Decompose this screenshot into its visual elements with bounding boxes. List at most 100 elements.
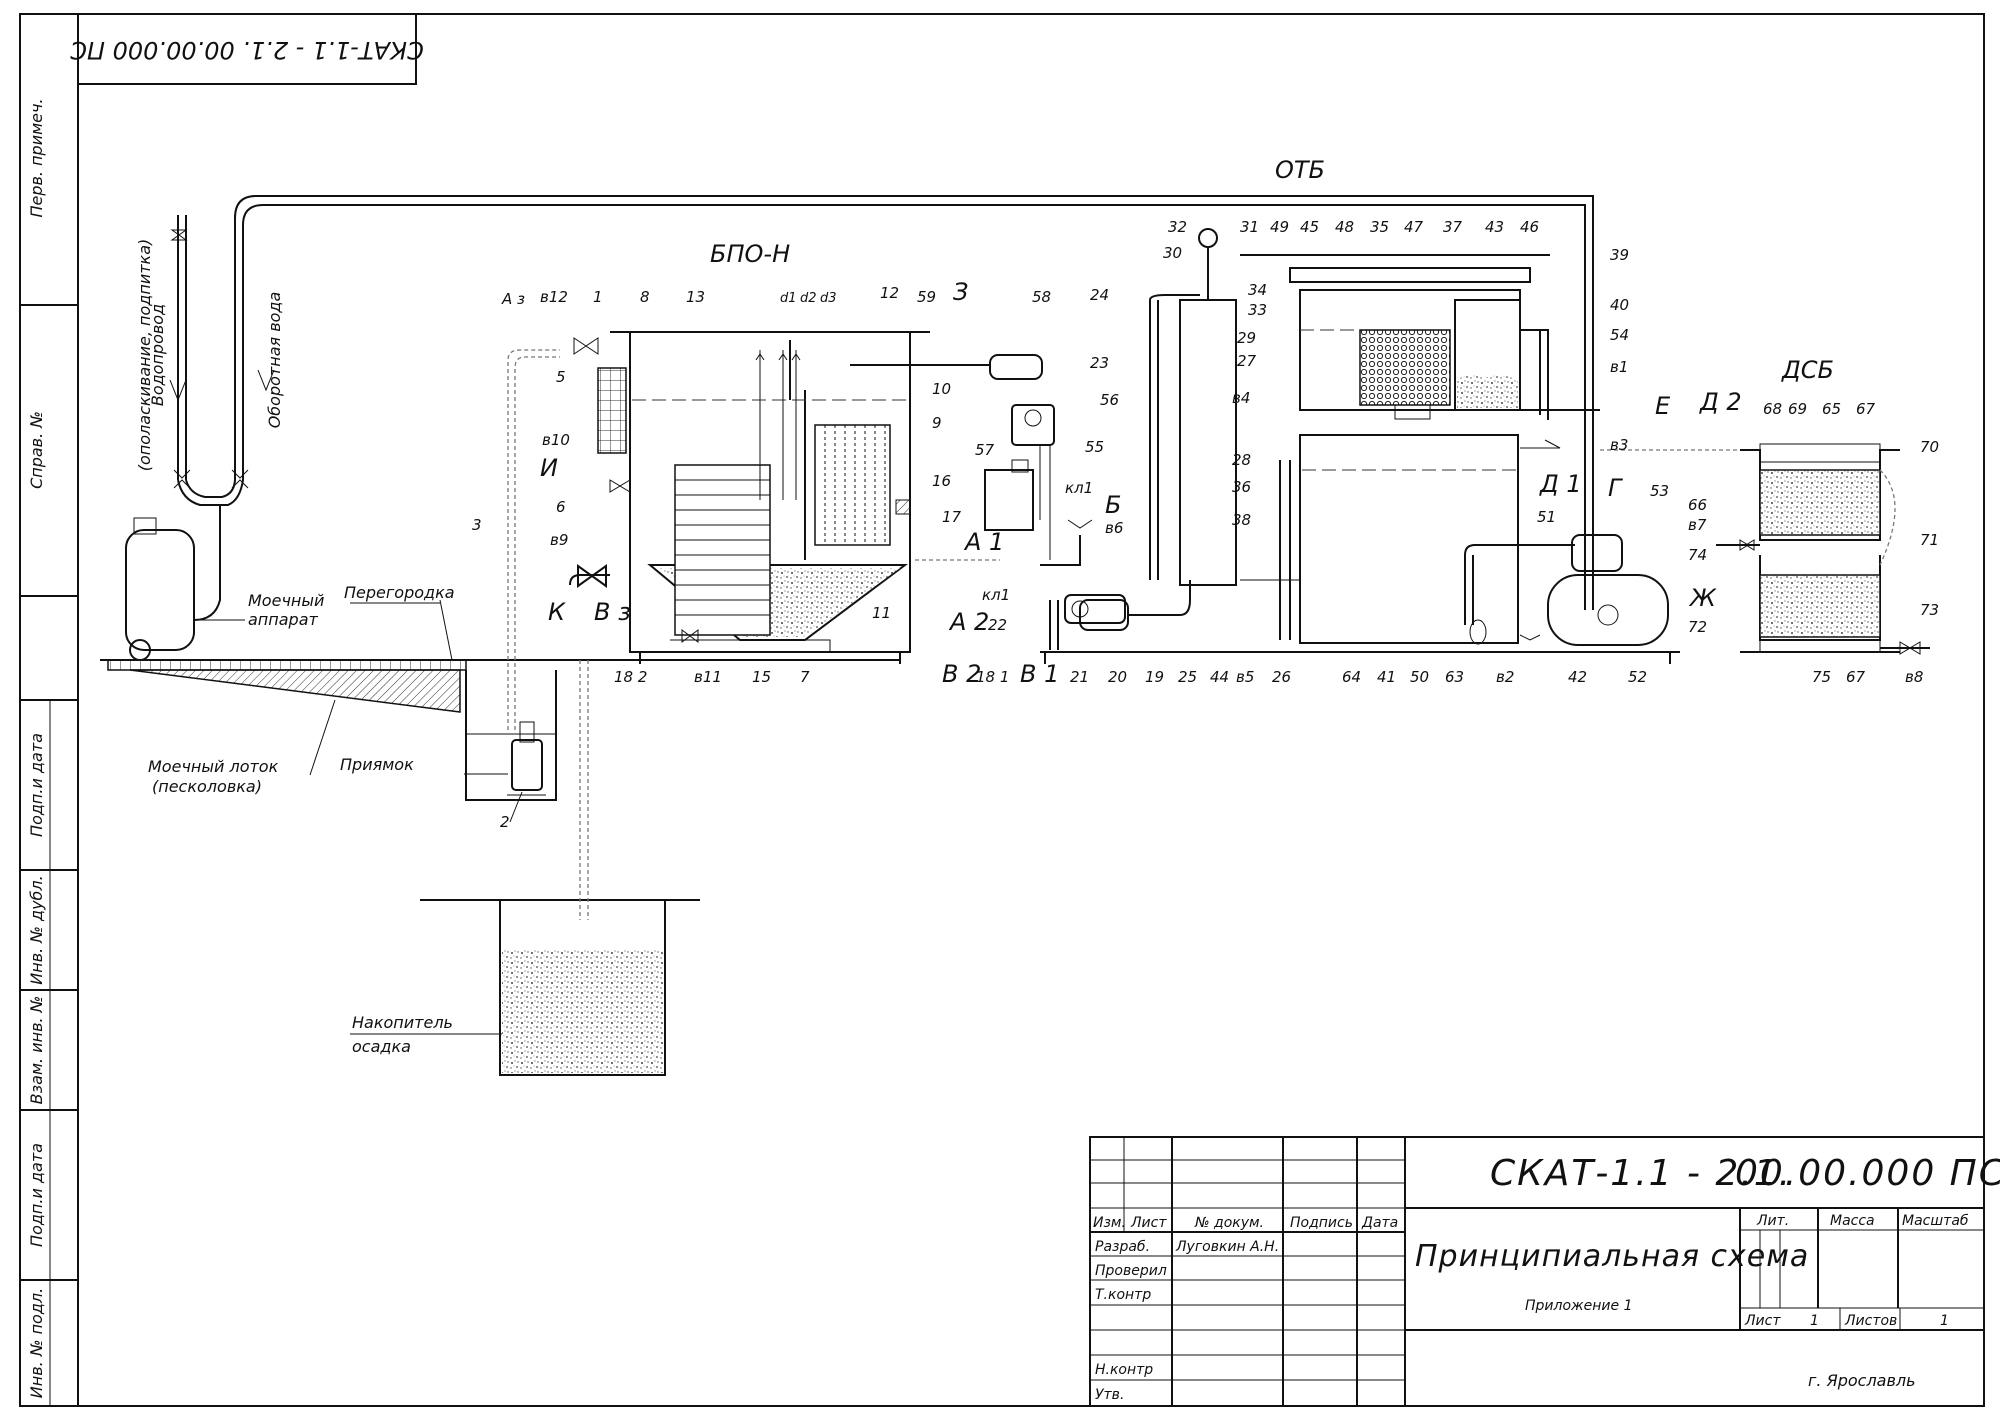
corner-stamp-code: СКАТ-1.1 - 2.1. 00.00.000 ПС [70,36,424,64]
callout-bpo-a3: А з [501,290,525,308]
water-supply-sublabel: (ополаскивание, подпитка) [135,239,154,471]
callout-otb-32: 32 [1168,218,1187,236]
side-label-podp2: Подп.и дата [27,1143,46,1247]
callout-bpo-16: 16 [932,472,951,490]
callout-otb-v4: в4 [1232,389,1250,407]
callout-otb-20: 20 [1108,668,1127,686]
callout-dosing-kl1b: кл1 [982,586,1010,604]
callout-dsb-67: 67 [1856,400,1876,418]
callout-2: 2 [500,813,510,831]
dosing-station: 56 55 57 кл1 Б в6 А 1 кл1 22 [963,391,1126,650]
row-role-tkontr: Т.контр [1095,1287,1151,1303]
callout-bpo-3: 3 [472,516,482,534]
callout-otb-v1: в1 [1610,358,1628,376]
callout-dsb-72: 72 [1688,618,1707,636]
callout-bpo-d2: d2 [800,291,817,306]
callout-bpo-v1: В 1 [1020,660,1059,688]
callout-bpo-7: 7 [800,668,810,686]
title-city: г. Ярославль [1808,1371,1916,1390]
callout-otb-33: 33 [1248,301,1267,319]
callout-otb-v5: в5 [1236,668,1254,686]
callout-bpo-9: 9 [932,414,942,432]
callout-dosing-22: 22 [988,616,1007,634]
callout-otb-29: 29 [1237,329,1256,347]
sludge-label: Накопитель [352,1013,453,1032]
col-date: Дата [1361,1215,1398,1231]
title-mass-label: Масса [1830,1213,1875,1229]
title-sheets-value: 1 [1940,1313,1949,1329]
side-label-perv: Перв. примеч. [27,98,46,217]
callout-otb-43: 43 [1485,218,1504,236]
callout-bpo-5: 5 [556,368,566,386]
callout-otb-e: Е [1655,392,1671,420]
corner-stamp: СКАТ-1.1 - 2.1. 00.00.000 ПС [70,13,424,85]
callout-otb-46: 46 [1520,218,1539,236]
callout-otb-v2: в2 [1496,668,1514,686]
otb-title: ОТБ [1275,156,1325,184]
callout-otb-26: 26 [1272,668,1291,686]
row-role-razrab: Разраб. [1095,1239,1150,1255]
water-supply-section: Водопровод (ополаскивание, подпитка) Обо… [135,195,1594,610]
title-sheet-label: Лист [1744,1313,1781,1329]
sludge-tank: Накопитель осадка [350,660,700,1076]
callout-bpo-59: 59 [917,288,936,306]
callout-bpo-k: К [548,598,566,626]
col-list: Лист [1130,1215,1167,1231]
callout-otb-30: 30 [1163,244,1182,262]
callout-dsb-v8: в8 [1905,668,1923,686]
callout-bpo-10: 10 [932,380,951,398]
row-role-proveril: Проверил [1095,1263,1167,1279]
callout-dsb-67b: 67 [1846,668,1866,686]
partition-label: Перегородка [344,583,455,602]
callout-dsb-66: 66 [1688,496,1707,514]
callout-dosing-v6: в6 [1105,519,1123,537]
callout-otb-35: 35 [1370,218,1389,236]
wash-tray: Перегородка Моечный лоток (песколовка) [100,583,900,796]
callout-dsb-d2: Д 2 [1699,388,1742,416]
side-label-vzam: Взам. инв. № [27,996,46,1105]
callout-dosing-kl1: кл1 [1065,479,1093,497]
callout-otb-d1: Д 1 [1539,470,1582,498]
dsb-block: ДСБ Д 2 68 69 65 67 70 66 в7 74 71 Ж 73 … [1688,356,1939,686]
callout-otb-v3: в3 [1610,436,1628,454]
callout-otb-41: 41 [1377,668,1396,686]
callout-bpo-i: И [540,454,558,482]
callout-otb-64: 64 [1342,668,1361,686]
callout-bpo-a2: А 2 [948,608,989,636]
callout-otb-40: 40 [1610,296,1629,314]
callout-otb-54: 54 [1610,326,1629,344]
callout-otb-45: 45 [1300,218,1319,236]
callout-dsb-zh: Ж [1688,584,1717,612]
callout-otb-g: Г [1608,474,1623,502]
side-label-sprav: Справ. № [27,411,46,489]
callout-bpo-11: 11 [872,604,891,622]
callout-bpo-58: 58 [1032,288,1051,306]
callout-bpo-v9: в9 [550,531,568,549]
callout-otb-48: 48 [1335,218,1354,236]
recycled-water-label: Оборотная вода [265,292,284,429]
otb-callouts: 32 31 49 45 48 35 47 37 43 46 30 24 23 3… [1070,218,1671,686]
bpo-callouts: А з в12 1 8 13 d1 d2 d3 12 59 З 58 5 в10… [472,278,1059,688]
washer-unit: Моечный аппарат [125,505,324,661]
callout-bpo-6: 6 [556,498,566,516]
title-sheets-label: Листов [1844,1313,1897,1329]
title-doc-number: 00.00.000 ПС [1735,1153,2000,1194]
callout-bpo-v2: В 2 [942,660,981,688]
callout-dsb-v7: в7 [1688,516,1707,534]
callout-otb-21: 21 [1070,668,1089,686]
callout-dsb-75: 75 [1812,668,1831,686]
callout-bpo-12: 12 [880,284,899,302]
callout-bpo-v3: В з [594,598,631,626]
otb-block: ОТБ [1040,156,1750,686]
callout-bpo-17: 17 [942,508,962,526]
title-scale-label: Масштаб [1902,1213,1969,1229]
tray-sublabel: (песколовка) [152,777,262,796]
pit-label: Приямок [340,755,414,774]
callout-otb-31: 31 [1240,218,1259,236]
callout-otb-49: 49 [1270,218,1289,236]
callout-otb-19: 19 [1145,668,1164,686]
washer-label: Моечный [248,591,324,610]
col-sign: Подпись [1290,1215,1353,1231]
callout-otb-50: 50 [1410,668,1429,686]
callout-dosing-57: 57 [975,441,995,459]
